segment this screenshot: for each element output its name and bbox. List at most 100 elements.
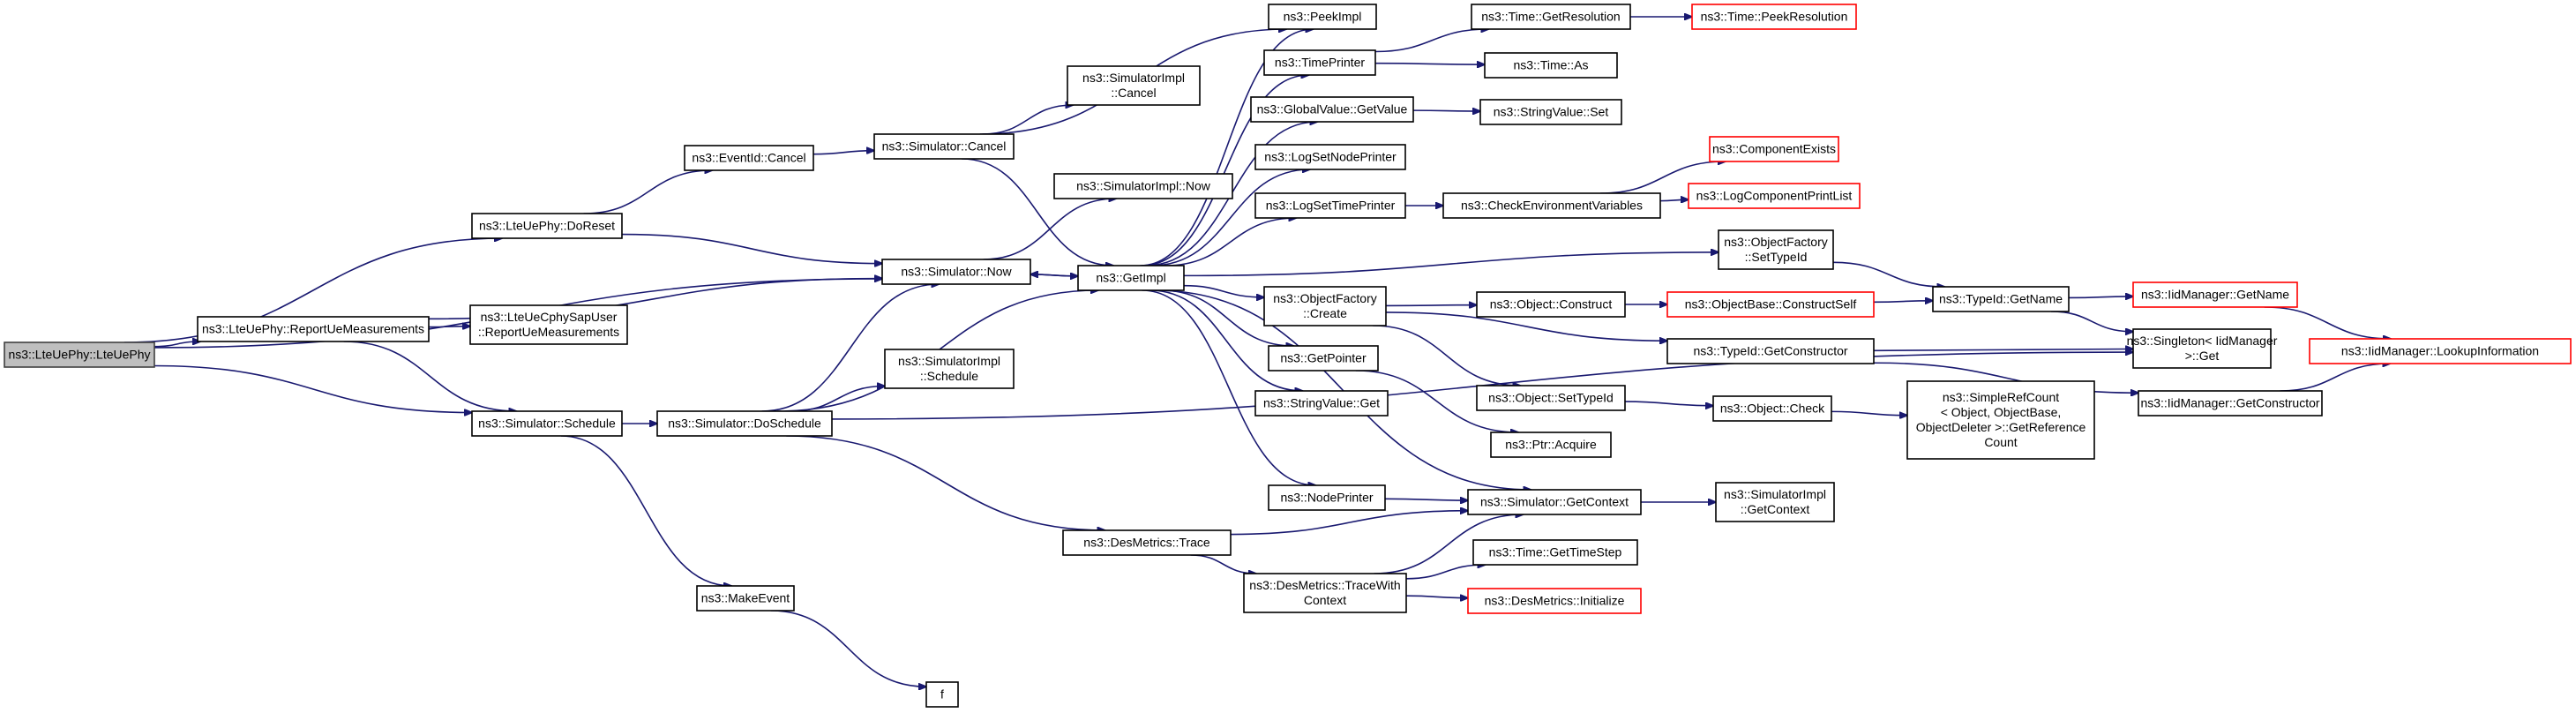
edge-ofsettid-to-tidgetname xyxy=(1832,261,1944,287)
node-tidgetctor[interactable]: ns3::TypeId::GetConstructor xyxy=(1666,338,1875,364)
node-schedule[interactable]: ns3::Simulator::Schedule xyxy=(471,410,623,437)
edge-tidgetctor-to-singletonget xyxy=(1873,349,2133,350)
node-simnow[interactable]: ns3::Simulator::Now xyxy=(881,259,1031,285)
node-label: < Object, ObjectBase, xyxy=(1941,405,2062,419)
node-label: ns3::MakeEvent xyxy=(701,591,790,605)
node-compexists[interactable]: ns3::ComponentExists xyxy=(1709,136,1839,162)
node-objcheck[interactable]: ns3::Object::Check xyxy=(1712,395,1832,422)
node-label: ns3::DesMetrics::Initialize xyxy=(1485,594,1625,608)
node-label: ns3::ComponentExists xyxy=(1712,142,1836,156)
node-implschedule[interactable]: ns3::SimulatorImpl::Schedule xyxy=(884,349,1015,389)
node-getres[interactable]: ns3::Time::GetResolution xyxy=(1471,4,1631,30)
node-constructself[interactable]: ns3::ObjectBase::ConstructSelf xyxy=(1666,291,1875,318)
node-simcancel[interactable]: ns3::Simulator::Cancel xyxy=(873,133,1015,160)
node-box xyxy=(469,304,628,345)
node-implgetctx[interactable]: ns3::SimulatorImpl::GetContext xyxy=(1715,482,1835,522)
node-box xyxy=(873,133,1015,160)
node-box xyxy=(471,213,623,239)
node-peekres[interactable]: ns3::Time::PeekResolution xyxy=(1691,4,1857,30)
node-svget[interactable]: ns3::StringValue::Get xyxy=(1254,390,1389,417)
node-destrace[interactable]: ns3::DesMetrics::Trace xyxy=(1062,529,1232,556)
node-box xyxy=(1442,192,1661,219)
node-iidlookup[interactable]: ns3::IidManager::LookupInformation xyxy=(2309,338,2572,364)
edge-checkenv-to-compexists xyxy=(1600,161,1726,194)
node-logsetnode[interactable]: ns3::LogSetNodePrinter xyxy=(1254,144,1406,170)
node-logcomplist[interactable]: ns3::LogComponentPrintList xyxy=(1688,183,1861,209)
node-iidgetname[interactable]: ns3::IidManager::GetName xyxy=(2132,281,2298,308)
edge-getimpl-to-getcontext xyxy=(1154,289,1531,490)
node-ofsettid[interactable]: ns3::ObjectFactory::SetTypeId xyxy=(1718,229,1834,270)
node-label: ns3::SimulatorImpl xyxy=(898,354,1000,368)
node-ofcreate[interactable]: ns3::ObjectFactory::Create xyxy=(1263,286,1387,326)
node-doschedule[interactable]: ns3::Simulator::DoSchedule xyxy=(656,410,833,437)
node-label: ns3::Simulator::Now xyxy=(901,265,1012,279)
node-ptracquire[interactable]: ns3::Ptr::Acquire xyxy=(1490,432,1612,458)
node-label: ns3::GlobalValue::GetValue xyxy=(1257,102,1408,116)
node-objsettid[interactable]: ns3::Object::SetTypeId xyxy=(1476,385,1626,411)
edge-simcancel-to-getimpl xyxy=(961,158,1113,266)
node-label: ns3::Time::GetResolution xyxy=(1481,10,1620,24)
edge-tracewith-to-getcontext xyxy=(1374,514,1524,574)
node-cphysap[interactable]: ns3::LteUeCphySapUser::ReportUeMeasureme… xyxy=(469,304,628,345)
node-peekimpl[interactable]: ns3::PeekImpl xyxy=(1268,4,1377,30)
node-box xyxy=(684,145,814,171)
edge-tracewith-to-gettimestep xyxy=(1405,565,1486,580)
node-reportue[interactable]: ns3::LteUePhy::ReportUeMeasurements xyxy=(197,316,430,342)
edge-iidgetname-to-iidlookup xyxy=(2264,306,2391,339)
node-label: ::ReportUeMeasurements xyxy=(478,325,619,339)
node-box xyxy=(884,349,1015,389)
node-box xyxy=(1709,136,1839,162)
node-gvget[interactable]: ns3::GlobalValue::GetValue xyxy=(1250,96,1414,123)
node-label: Context xyxy=(1304,593,1346,607)
edge-getpointer-to-ptracquire xyxy=(1355,370,1518,432)
node-box xyxy=(1906,380,2095,460)
node-tidgetname[interactable]: ns3::TypeId::GetName xyxy=(1932,286,2070,312)
node-label: ns3::Simulator::Schedule xyxy=(478,417,616,431)
node-desinit[interactable]: ns3::DesMetrics::Initialize xyxy=(1467,588,1642,614)
node-gettimestep[interactable]: ns3::Time::GetTimeStep xyxy=(1472,539,1638,566)
node-label: ns3::Time::As xyxy=(1513,58,1588,72)
node-svset[interactable]: ns3::StringValue::Set xyxy=(1479,99,1622,125)
node-implcancel[interactable]: ns3::SimulatorImpl::Cancel xyxy=(1067,65,1201,106)
node-box xyxy=(656,410,833,437)
node-label: ns3::TypeId::GetConstructor xyxy=(1693,344,1847,358)
node-label: ns3::GetPointer xyxy=(1280,351,1367,365)
node-timeprinter[interactable]: ns3::TimePrinter xyxy=(1263,49,1376,76)
node-label: ::GetContext xyxy=(1741,502,1810,516)
node-label: ns3::DesMetrics::TraceWith xyxy=(1249,578,1400,592)
node-implnow[interactable]: ns3::SimulatorImpl::Now xyxy=(1053,173,1233,199)
node-box xyxy=(1471,4,1631,30)
node-eventcancel[interactable]: ns3::EventId::Cancel xyxy=(684,145,814,171)
node-label: Count xyxy=(1984,435,2017,449)
node-box xyxy=(1263,49,1376,76)
edge-simnow-to-implnow xyxy=(983,199,1117,260)
node-getpointer[interactable]: ns3::GetPointer xyxy=(1268,345,1379,372)
node-label: ns3::LteUePhy::LteUePhy xyxy=(8,348,150,362)
edge-timeprinter-to-getres xyxy=(1374,29,1488,53)
node-iidgetctor[interactable]: ns3::IidManager::GetConstructor xyxy=(2138,390,2323,417)
node-getcontext[interactable]: ns3::Simulator::GetContext xyxy=(1467,489,1642,515)
node-root[interactable]: ns3::LteUePhy::LteUePhy xyxy=(4,341,155,368)
node-simplerefcount[interactable]: ns3::SimpleRefCount< Object, ObjectBase,… xyxy=(1906,380,2095,460)
node-makeevent[interactable]: ns3::MakeEvent xyxy=(696,585,795,612)
node-objconstruct[interactable]: ns3::Object::Construct xyxy=(1476,291,1626,318)
node-singletonget[interactable]: ns3::Singleton< IidManager>::Get xyxy=(2127,328,2278,369)
node-checkenv[interactable]: ns3::CheckEnvironmentVariables xyxy=(1442,192,1661,219)
edge-getimpl-to-svget xyxy=(1149,289,1302,391)
node-f[interactable]: f xyxy=(925,681,959,708)
node-box xyxy=(1718,229,1834,270)
node-label: ns3::IidManager::LookupInformation xyxy=(2341,344,2539,358)
node-timeas[interactable]: ns3::Time::As xyxy=(1484,52,1618,79)
node-label: f xyxy=(940,687,944,702)
node-label: ns3::Simulator::Cancel xyxy=(882,139,1007,154)
node-getimpl[interactable]: ns3::GetImpl xyxy=(1077,265,1185,291)
node-nodeprinter[interactable]: ns3::NodePrinter xyxy=(1268,484,1386,511)
edge-getimpl-to-logsettime xyxy=(1164,218,1297,266)
node-box xyxy=(2138,390,2323,417)
edge-schedule-to-makeevent xyxy=(560,435,731,586)
node-label: ns3::TimePrinter xyxy=(1275,56,1366,70)
node-box xyxy=(1688,183,1861,209)
node-doreset[interactable]: ns3::LteUePhy::DoReset xyxy=(471,213,623,239)
node-logsettime[interactable]: ns3::LogSetTimePrinter xyxy=(1254,192,1406,219)
